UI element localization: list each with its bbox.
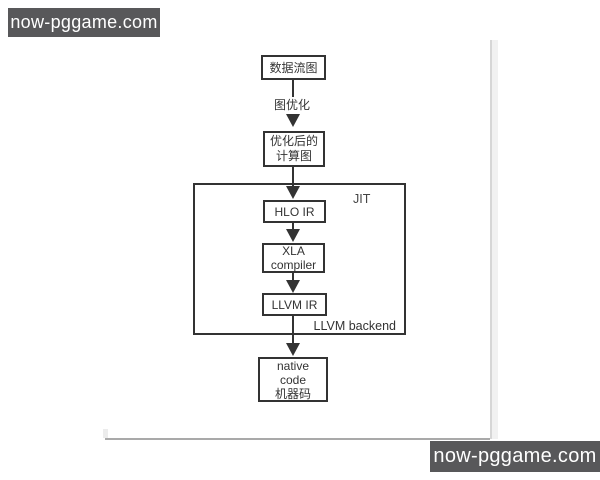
jit-region-label: JIT — [353, 192, 371, 206]
node-llvm-ir: LLVM IR — [262, 293, 327, 316]
node-native-code: native code 机器码 — [258, 357, 328, 402]
scrollbar-track[interactable] — [490, 40, 498, 439]
node-dataflow-graph-label: 数据流图 — [269, 60, 318, 75]
arrow-head-3-icon — [286, 229, 300, 242]
node-optimized-graph-line2: 计算图 — [275, 149, 312, 163]
arrow-head-2-icon — [286, 186, 300, 199]
arrow-line-5 — [292, 316, 294, 344]
arrow-line-4 — [292, 273, 294, 281]
arrow-line-2 — [292, 167, 294, 186]
node-llvm-ir-label: LLVM IR — [271, 297, 318, 312]
node-xla-compiler-line2: compiler — [270, 258, 317, 272]
node-hlo-ir-label: HLO IR — [274, 204, 315, 219]
arrow-head-5-icon — [286, 343, 300, 356]
arrow-line-1 — [292, 80, 294, 97]
edge-label-graph-optimization: 图优化 — [266, 98, 318, 112]
page-corner-mark — [103, 429, 108, 438]
node-dataflow-graph: 数据流图 — [261, 55, 326, 80]
watermark-bottom-right: now-pggame.com — [430, 441, 600, 472]
watermark-top-left: now-pggame.com — [8, 8, 160, 37]
node-xla-compiler: XLA compiler — [262, 243, 325, 273]
arrow-head-1-icon — [286, 114, 300, 127]
llvm-backend-label: LLVM backend — [313, 319, 396, 333]
node-native-code-line1: native — [276, 358, 310, 373]
node-native-code-line2: code — [279, 372, 307, 387]
node-hlo-ir: HLO IR — [263, 200, 326, 223]
arrow-line-3 — [292, 223, 294, 230]
node-optimized-graph-line1: 优化后的 — [269, 134, 318, 148]
jit-region-container — [193, 183, 406, 335]
node-optimized-graph: 优化后的 计算图 — [263, 131, 325, 167]
page-bottom-edge — [105, 438, 490, 440]
arrow-head-4-icon — [286, 280, 300, 293]
node-native-code-line3: 机器码 — [274, 386, 311, 401]
node-xla-compiler-line1: XLA — [282, 244, 305, 258]
